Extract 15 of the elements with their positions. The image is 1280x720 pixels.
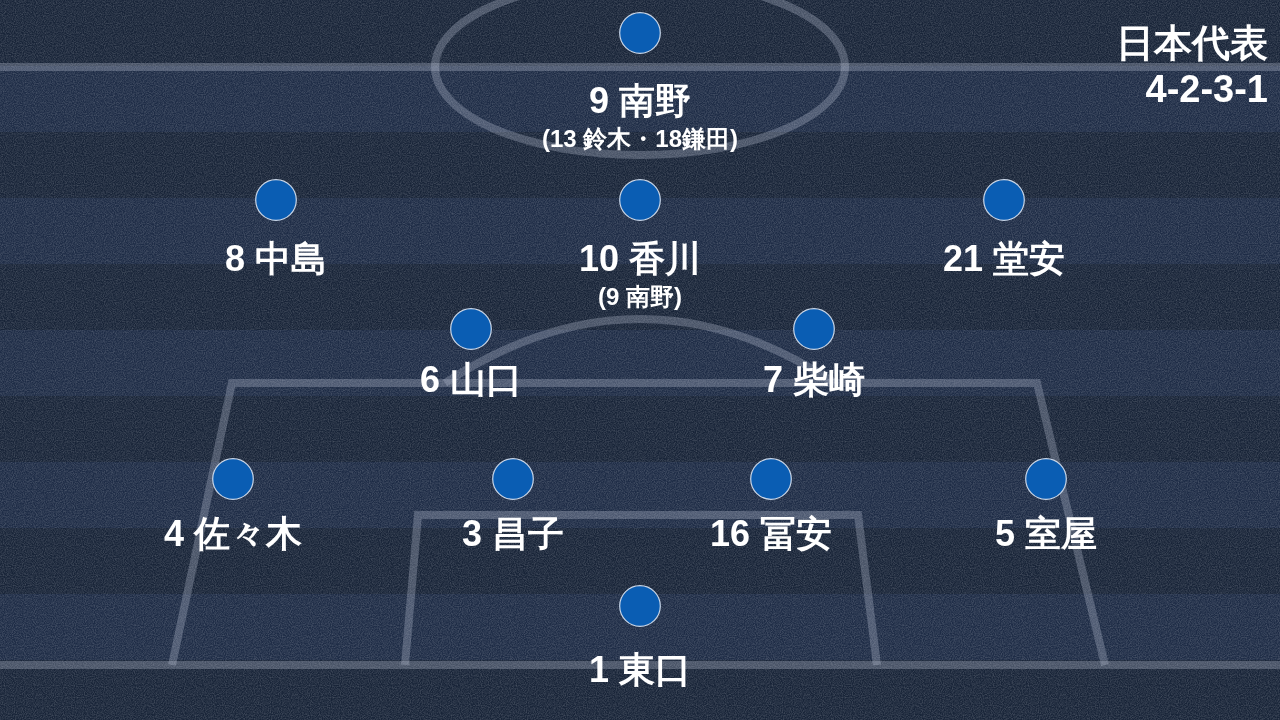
player-name: 5 室屋 bbox=[995, 513, 1097, 554]
player-name: 1 東口 bbox=[589, 649, 691, 690]
player-name: 6 山口 bbox=[420, 359, 522, 400]
substitute-note: (13 鈴木・18鎌田) bbox=[541, 125, 738, 153]
player-name: 9 南野 bbox=[589, 80, 691, 121]
player-name: 4 佐々木 bbox=[164, 513, 302, 554]
player-name: 3 昌子 bbox=[462, 513, 564, 554]
player-name: 16 冨安 bbox=[709, 513, 832, 554]
team-title: 日本代表 bbox=[1116, 21, 1268, 66]
player-name: 8 中島 bbox=[225, 238, 327, 279]
player-name: 7 柴崎 bbox=[763, 359, 865, 400]
formation-label: 4-2-3-1 bbox=[1145, 67, 1268, 112]
substitute-note: (9 南野) bbox=[598, 283, 682, 311]
player-name: 10 香川 bbox=[578, 238, 701, 279]
player-name: 21 堂安 bbox=[942, 238, 1065, 279]
